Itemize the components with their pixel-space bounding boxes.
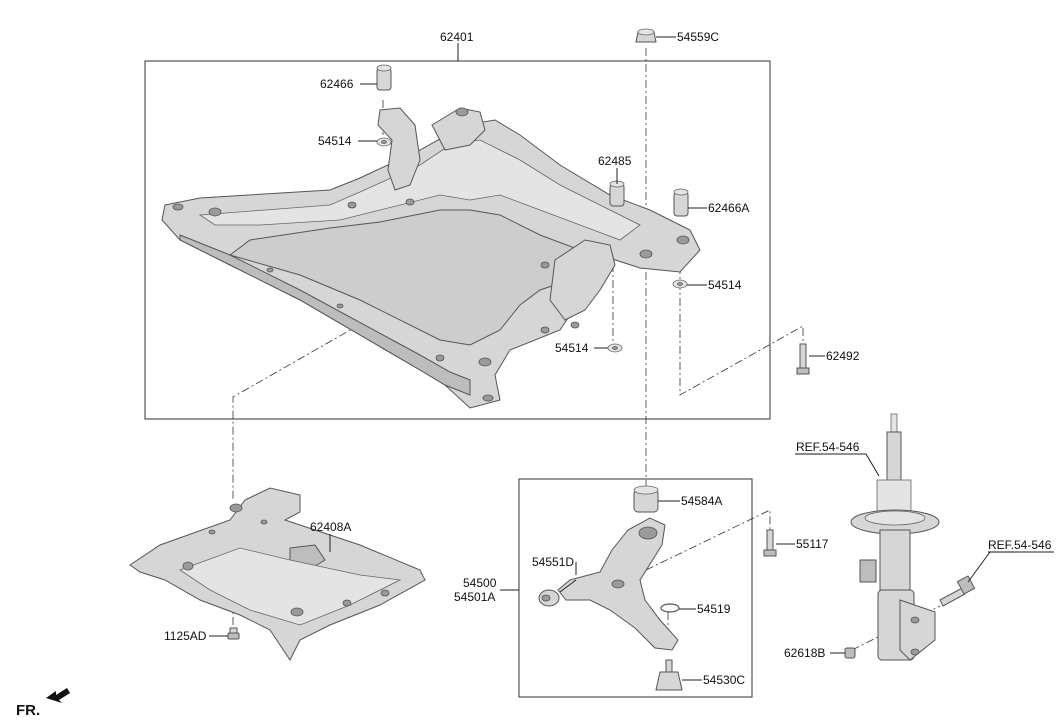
bolt-55117 [763,529,777,557]
label-54500: 54500 [463,576,497,590]
label-54519: 54519 [697,602,731,616]
bushing-54584a [633,485,659,513]
nut-54559c [635,28,657,43]
front-direction-indicator: FR. [16,688,70,719]
label-54514-right: 54514 [708,278,742,292]
direction-arrow-icon [46,688,70,703]
lower-arm-group-box [518,478,753,698]
label-54514-bottom: 54514 [555,341,589,355]
label-1125ad: 1125AD [164,629,207,643]
label-54559c: 54559C [677,30,719,44]
label-62466: 62466 [320,77,354,91]
label-62408a: 62408A [310,520,351,534]
label-62401: 62401 [440,30,474,44]
bushing-62466a [673,188,689,217]
part-labels: 62401 54559C 62466 54514 62485 62466A 54… [164,30,860,687]
washer-54514-right [672,279,688,289]
label-62485: 62485 [598,154,632,168]
ball-joint-54530c [655,659,683,691]
label-54501a: 54501A [454,590,495,604]
strut-bolt [939,575,976,607]
lower-control-arm [557,517,679,651]
under-cover [129,487,426,661]
bushing-54551d [538,589,560,607]
label-62466a: 62466A [708,201,749,215]
direction-label: FR. [16,702,40,719]
label-54584a: 54584A [681,494,722,508]
screw-1125ad [227,627,240,640]
label-62492: 62492 [826,349,860,363]
ref-label-strut: REF.54-546 [796,440,860,454]
front-subframe-crossmember [161,107,701,409]
nut-62618b [844,647,856,659]
washer-54514-bottom [607,343,623,353]
reference-labels: REF.54-546 REF.54-546 [796,440,1052,553]
bushing-62485 [609,180,625,207]
ref-label-bolt: REF.54-546 [988,538,1052,552]
label-55117: 55117 [796,537,829,551]
label-62618b: 62618B [784,646,825,660]
label-54530c: 54530C [703,673,745,687]
bushing-62466 [376,64,392,91]
bolt-62492 [796,343,810,375]
front-strut-assembly [850,413,940,661]
label-54551d: 54551D [532,555,574,569]
label-54514-top: 54514 [318,134,352,148]
ring-54519 [660,603,680,613]
washer-54514-top [376,137,392,147]
